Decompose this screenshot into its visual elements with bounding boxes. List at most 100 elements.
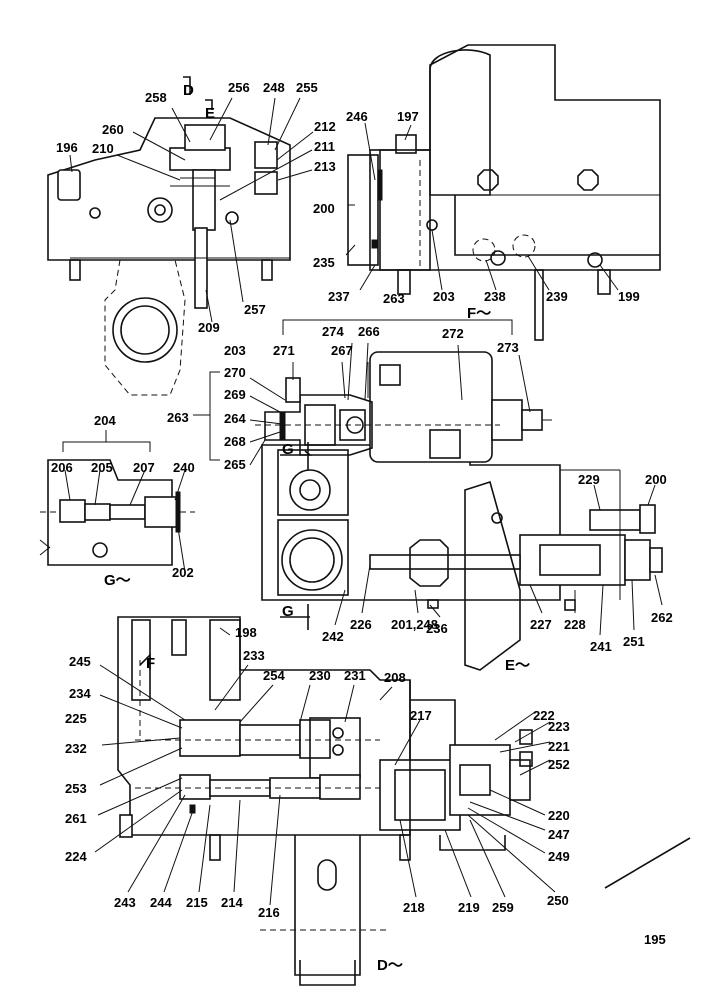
section-e-tilde: E～ [505, 657, 530, 674]
label-197: 197 [397, 109, 419, 124]
label-213: 213 [314, 159, 336, 174]
label-200-mid: 200 [645, 472, 667, 487]
label-223: 223 [548, 719, 570, 734]
label-245: 245 [69, 654, 91, 669]
label-268: 268 [224, 434, 246, 449]
label-251: 251 [623, 634, 645, 649]
label-231: 231 [344, 668, 366, 683]
label-244: 244 [150, 895, 172, 910]
label-214: 214 [221, 895, 243, 910]
label-212: 212 [314, 119, 336, 134]
label-225: 225 [65, 711, 87, 726]
label-218: 218 [403, 900, 425, 915]
section-f: F [146, 655, 155, 672]
label-209: 209 [198, 320, 220, 335]
label-222: 222 [533, 708, 555, 723]
label-211: 211 [314, 139, 335, 154]
section-e: E [205, 105, 215, 122]
label-196: 196 [56, 140, 78, 155]
label-272: 272 [442, 326, 464, 341]
label-204: 204 [94, 413, 116, 428]
label-252: 252 [548, 757, 570, 772]
label-240: 240 [173, 460, 195, 475]
view-top-left [47, 117, 291, 396]
label-199: 199 [618, 289, 640, 304]
label-243: 243 [114, 895, 136, 910]
label-263-mid: 263 [167, 410, 189, 425]
label-226: 226 [350, 617, 372, 632]
label-224: 224 [65, 849, 87, 864]
label-261: 261 [65, 811, 87, 826]
view-middle [255, 351, 663, 671]
section-d-tilde: D～ [377, 957, 403, 974]
section-marks [62, 76, 691, 889]
label-200-top: 200 [313, 201, 335, 216]
section-d: D [183, 82, 194, 99]
label-250: 250 [547, 893, 569, 908]
label-242: 242 [322, 629, 344, 644]
label-210: 210 [92, 141, 114, 156]
section-g-tilde: G～ [104, 572, 131, 589]
label-220: 220 [548, 808, 570, 823]
label-271: 271 [273, 343, 295, 358]
part-labels: 196 210 260 258 256 248 255 212 211 213 … [51, 80, 673, 947]
label-260: 260 [102, 122, 124, 137]
label-253: 253 [65, 781, 87, 796]
label-238: 238 [484, 289, 506, 304]
label-227: 227 [530, 617, 552, 632]
label-254: 254 [263, 668, 285, 683]
section-letters: D E F～ G G～ G E～ F D～ [104, 82, 530, 974]
view-bottom [117, 616, 533, 986]
label-203-top: 203 [433, 289, 455, 304]
label-266: 266 [358, 324, 380, 339]
label-274: 274 [322, 324, 344, 339]
view-top-right [347, 44, 661, 341]
view-detail-g [39, 459, 195, 566]
section-g-bottom: G [282, 603, 294, 620]
label-259: 259 [492, 900, 514, 915]
label-267: 267 [331, 343, 353, 358]
label-234: 234 [69, 686, 91, 701]
label-215: 215 [186, 895, 208, 910]
label-230: 230 [309, 668, 331, 683]
label-248: 248 [263, 80, 285, 95]
label-241: 241 [590, 639, 612, 654]
label-256: 256 [228, 80, 250, 95]
section-g-left: G [282, 441, 294, 458]
label-257: 257 [244, 302, 266, 317]
label-236: 236 [426, 621, 448, 636]
label-202: 202 [172, 565, 194, 580]
label-262: 262 [651, 610, 673, 625]
label-198: 198 [235, 625, 257, 640]
label-216: 216 [258, 905, 280, 920]
label-235: 235 [313, 255, 335, 270]
label-246: 246 [346, 109, 368, 124]
label-270: 270 [224, 365, 246, 380]
label-258: 258 [145, 90, 167, 105]
label-206: 206 [51, 460, 73, 475]
label-233: 233 [243, 648, 265, 663]
label-228: 228 [564, 617, 586, 632]
leader-lines [64, 97, 663, 906]
label-217: 217 [410, 708, 432, 723]
label-229: 229 [578, 472, 600, 487]
label-265: 265 [224, 457, 246, 472]
label-263-top: 263 [383, 291, 405, 306]
label-201-248: 201,248 [391, 617, 438, 632]
label-221: 221 [548, 739, 570, 754]
label-247: 247 [548, 827, 570, 842]
label-195: 195 [644, 932, 666, 947]
label-269: 269 [224, 387, 246, 402]
label-264: 264 [224, 411, 246, 426]
label-273: 273 [497, 340, 519, 355]
label-219: 219 [458, 900, 480, 915]
label-249: 249 [548, 849, 570, 864]
section-f-tilde: F～ [467, 305, 491, 322]
label-203-mid: 203 [224, 343, 246, 358]
label-239: 239 [546, 289, 568, 304]
label-205: 205 [91, 460, 113, 475]
label-232: 232 [65, 741, 87, 756]
label-207: 207 [133, 460, 155, 475]
label-237: 237 [328, 289, 350, 304]
